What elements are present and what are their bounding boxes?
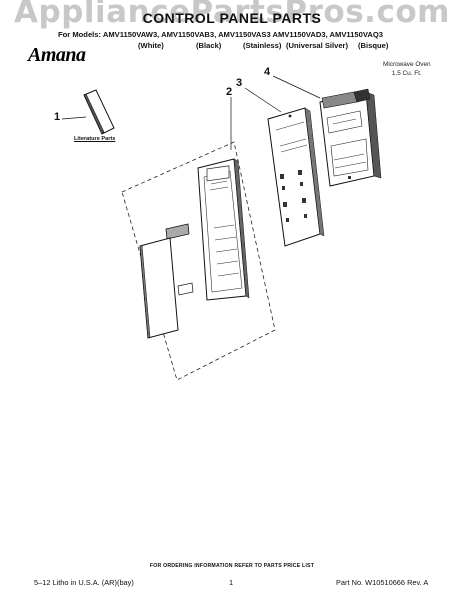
- ordering-note: FOR ORDERING INFORMATION REFER TO PARTS …: [149, 563, 315, 569]
- color-universal-silver: (Universal Silver): [286, 41, 349, 50]
- part-1-literature: [61, 89, 115, 135]
- product-line-2: 1.5 Cu. Ft.: [391, 70, 422, 77]
- model-colors: (White) (Black) (Stainless) (Universal S…: [0, 41, 464, 53]
- litho-note: 5–12 Litho in U.S.A. (AR)(bay): [34, 578, 134, 587]
- part-2-assembly: [121, 97, 276, 381]
- watermark: AppliancePartsPros.com: [14, 0, 450, 30]
- model-numbers: For Models: AMV1150VAW3, AMV1150VAB3, AM…: [58, 30, 383, 39]
- callout-4: 4: [264, 66, 271, 78]
- product-description: Microwave Oven 1.5 Cu. Ft.: [383, 60, 431, 78]
- leader-line-3: [244, 87, 282, 113]
- leader-line-4: [272, 75, 321, 99]
- part-4-bracket: [272, 75, 382, 187]
- color-black: (Black): [196, 41, 222, 50]
- color-stainless: (Stainless): [243, 41, 282, 50]
- product-line-1: Microwave Oven: [383, 61, 431, 68]
- literature-parts-label: Literature Parts: [74, 136, 116, 142]
- leader-line-1: [61, 116, 87, 120]
- color-bisque: (Bisque): [358, 41, 389, 50]
- callout-3: 3: [236, 77, 243, 89]
- part-number: Part No. W10510666 Rev. A: [336, 578, 429, 587]
- color-white: (White): [138, 41, 164, 50]
- brand-logo: Amana: [28, 44, 86, 66]
- part-3-panel: [244, 87, 325, 247]
- page-number: 1: [229, 578, 234, 587]
- callout-1: 1: [54, 111, 61, 123]
- page-title: CONTROL PANEL PARTS: [142, 10, 322, 26]
- callout-2: 2: [226, 86, 233, 98]
